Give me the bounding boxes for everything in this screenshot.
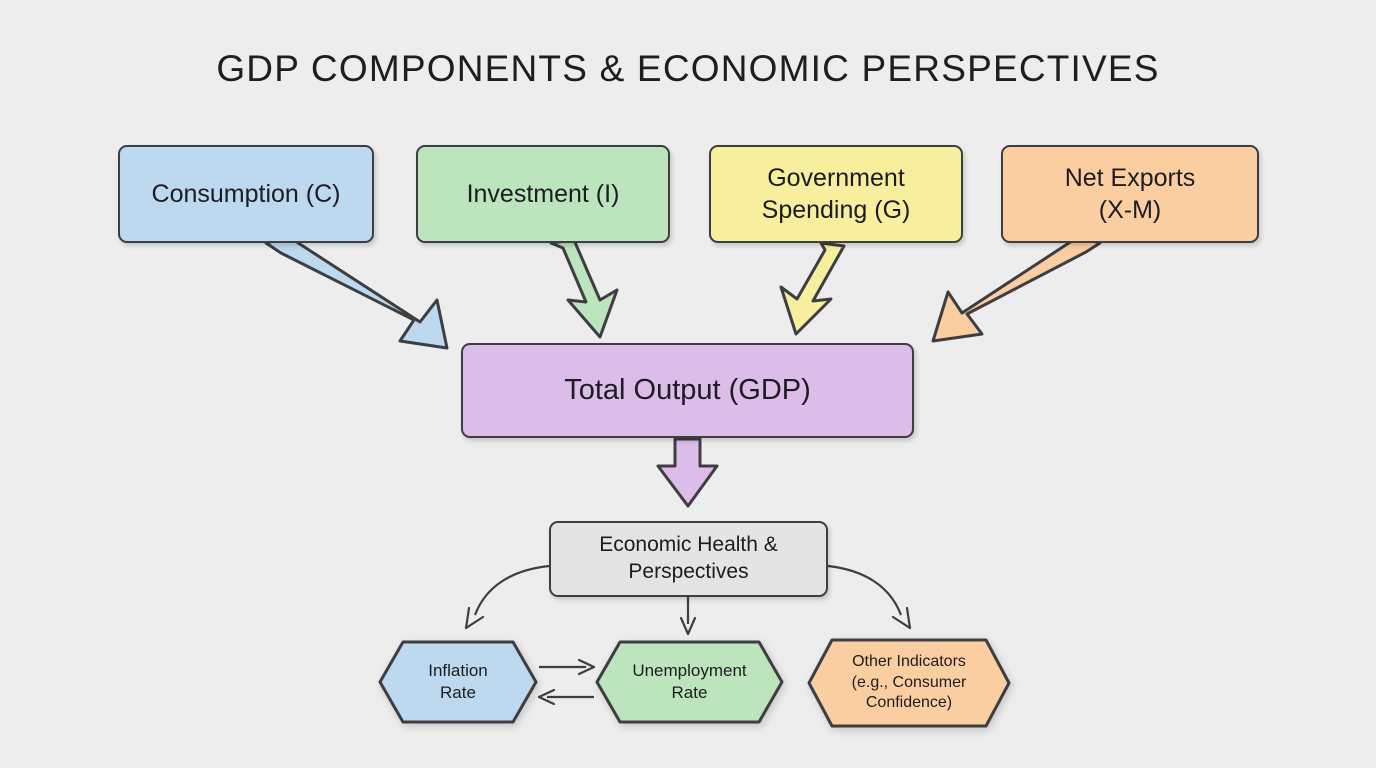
arrow-gdp-to-health bbox=[656, 437, 719, 508]
node-net-exports-label: Net Exports (X-M) bbox=[1064, 164, 1196, 224]
other-indicators-hexagon-shape bbox=[807, 638, 1011, 728]
node-consumption[interactable]: Consumption (C) bbox=[118, 145, 374, 243]
node-economic-health[interactable]: Economic Health & Perspectives bbox=[549, 521, 828, 597]
node-inflation-rate-label: Inflation Rate bbox=[428, 660, 488, 702]
arrow-inflation-to-unemployment bbox=[539, 658, 596, 676]
node-investment-label: Investment (I) bbox=[466, 180, 620, 208]
node-government-spending-label: Government Spending (G) bbox=[761, 164, 911, 224]
page-title: GDP COMPONENTS & ECONOMIC PERSPECTIVES bbox=[216, 48, 1160, 89]
arrow-health-to-other bbox=[827, 564, 912, 630]
node-unemployment-rate-label: Unemployment Rate bbox=[632, 660, 747, 702]
node-investment[interactable]: Investment (I) bbox=[416, 145, 670, 243]
arrow-unemployment-to-inflation bbox=[537, 688, 594, 706]
arrow-health-to-unemployment bbox=[679, 597, 697, 636]
node-consumption-label: Consumption (C) bbox=[151, 180, 341, 208]
arrow-investment-to-gdp bbox=[549, 238, 619, 339]
arrow-consumption-to-gdp bbox=[264, 235, 449, 350]
arrow-netexports-to-gdp bbox=[931, 235, 1102, 343]
node-total-output-label: Total Output (GDP) bbox=[564, 373, 811, 406]
node-economic-health-label: Economic Health & Perspectives bbox=[599, 533, 778, 583]
node-government-spending[interactable]: Government Spending (G) bbox=[709, 145, 963, 243]
node-total-output[interactable]: Total Output (GDP) bbox=[461, 343, 914, 438]
node-other-indicators[interactable]: Other Indicators (e.g., Consumer Confide… bbox=[806, 637, 1012, 729]
unemployment-hexagon-shape bbox=[595, 640, 784, 724]
node-net-exports[interactable]: Net Exports (X-M) bbox=[1001, 145, 1259, 243]
node-inflation-rate[interactable]: Inflation Rate bbox=[377, 639, 539, 725]
node-unemployment-rate[interactable]: Unemployment Rate bbox=[594, 639, 785, 725]
arrow-health-to-inflation bbox=[464, 564, 550, 630]
node-other-indicators-label: Other Indicators (e.g., Consumer Confide… bbox=[851, 652, 967, 712]
inflation-hexagon-shape bbox=[378, 640, 538, 724]
arrow-government-to-gdp bbox=[779, 241, 846, 336]
